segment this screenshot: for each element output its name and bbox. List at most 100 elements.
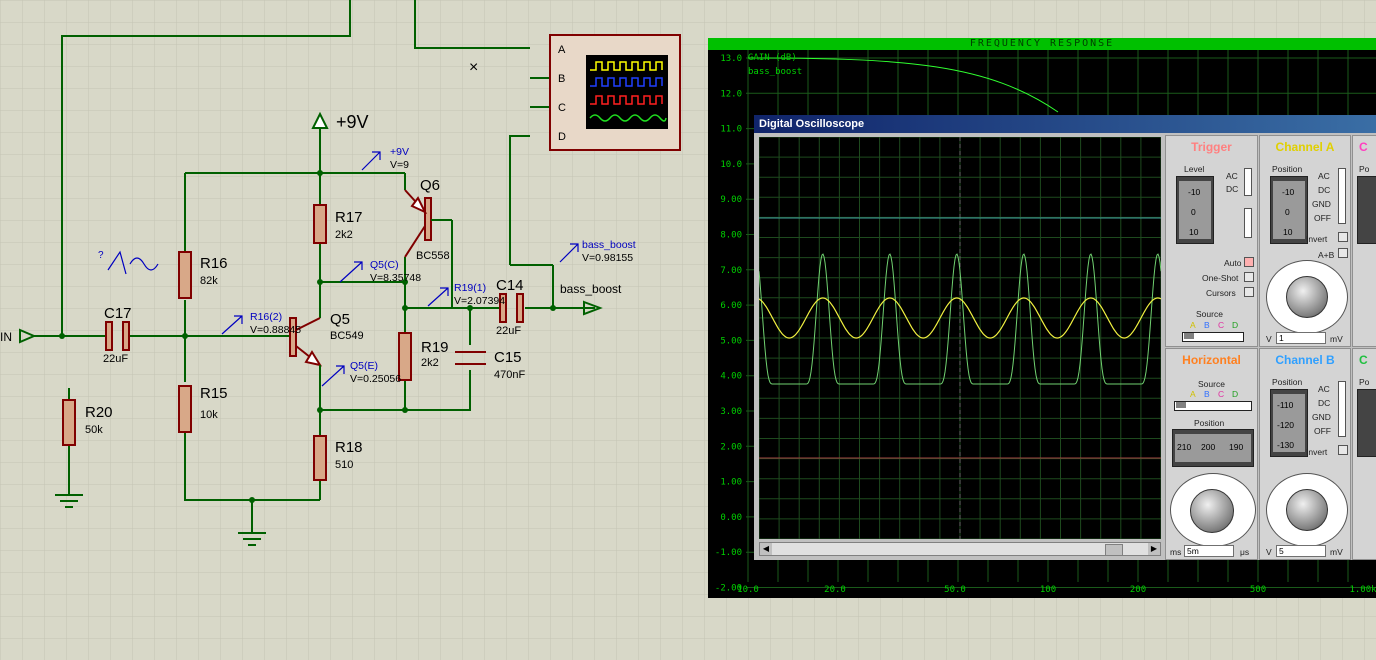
cross-marker: × <box>469 59 478 76</box>
channel-b-dc-label: DC <box>1318 398 1331 408</box>
c14-capacitor[interactable] <box>499 293 524 323</box>
screen-scrollbar[interactable]: ◀ ▶ <box>759 542 1161 556</box>
channel-b-invert-checkbox[interactable] <box>1338 445 1348 455</box>
gain-tick-label: 12.0 <box>720 89 742 99</box>
channel-b-gnd-label: GND <box>1312 412 1331 422</box>
c17-capacitor[interactable] <box>105 321 130 351</box>
c15-value: 470nF <box>494 369 525 381</box>
scroll-thumb[interactable] <box>1105 544 1123 556</box>
probe-r16-value: V=0.88845 <box>250 324 301 336</box>
r20-body[interactable] <box>62 399 76 446</box>
channel-a-volts-knob[interactable] <box>1286 276 1328 318</box>
probe-bb-icon[interactable] <box>559 243 579 263</box>
junctions <box>59 170 556 503</box>
trigger-coupling-switch[interactable] <box>1244 168 1252 196</box>
r18-value: 510 <box>335 459 353 471</box>
channel-a-position-dial[interactable]: -10 0 10 <box>1270 176 1308 244</box>
oscilloscope-instrument[interactable] <box>549 34 681 151</box>
gain-tick-label: 10.0 <box>720 160 742 170</box>
probe-9v-icon[interactable] <box>361 151 381 171</box>
channel-b-coupling-switch[interactable] <box>1338 381 1346 437</box>
scope-screen[interactable] <box>759 137 1161 539</box>
channel-a-ac-label: AC <box>1318 171 1330 181</box>
channel-b-volts-knob[interactable] <box>1286 489 1328 531</box>
probe-q5c-icon[interactable] <box>339 261 363 283</box>
channel-a-invert-checkbox[interactable] <box>1338 232 1348 242</box>
input-terminal[interactable] <box>19 328 37 344</box>
r17-body[interactable] <box>313 204 327 244</box>
r16-name: R16 <box>200 255 228 272</box>
trigger-cursors-checkbox[interactable] <box>1244 287 1254 297</box>
q6-name: Q6 <box>420 177 440 194</box>
trigger-level-dial[interactable]: -10 0 10 <box>1176 176 1214 244</box>
trigger-dial-mid: 0 <box>1191 207 1196 217</box>
q5-transistor[interactable] <box>289 317 323 388</box>
gain-tick-label: 13.0 <box>720 54 742 64</box>
trace-name: bass_boost <box>748 67 802 77</box>
channel-c-position-label: Po <box>1359 164 1370 174</box>
gain-axis-name: GAIN (dB) <box>748 53 797 63</box>
graph-title-bar[interactable]: FREQUENCY RESPONSE <box>708 38 1376 50</box>
horizontal-scale-input[interactable]: 5m <box>1184 545 1234 557</box>
channel-b-position-dial[interactable]: -110 -120 -130 <box>1270 389 1308 457</box>
r20-value: 50k <box>85 424 103 436</box>
horizontal-position-label: Position <box>1194 418 1225 428</box>
r17-name: R17 <box>335 209 363 226</box>
gain-trace <box>747 57 1059 113</box>
c15-capacitor[interactable] <box>455 351 486 365</box>
r18-body[interactable] <box>313 435 327 481</box>
supply-arrow-icon[interactable] <box>311 111 329 129</box>
horizontal-source-slider[interactable] <box>1174 401 1252 411</box>
channel-a-off-label: OFF <box>1314 213 1331 223</box>
probe-bb-value: V=0.98155 <box>582 252 633 264</box>
channel-c-position-dial[interactable] <box>1357 176 1376 244</box>
r19-name: R19 <box>421 339 449 356</box>
channel-b-scale-input[interactable]: 5 <box>1276 545 1326 557</box>
r19-body[interactable] <box>398 332 412 381</box>
probe-r16-icon[interactable] <box>221 315 243 335</box>
horizontal-source-d[interactable]: D <box>1232 389 1239 399</box>
probe-q5e-value: V=0.25056 <box>350 373 401 385</box>
horizontal-source-b[interactable]: B <box>1204 389 1210 399</box>
horizontal-source-c[interactable]: C <box>1218 389 1225 399</box>
scroll-right-icon[interactable]: ▶ <box>1148 543 1160 555</box>
output-label: bass_boost <box>560 282 622 296</box>
trigger-source-a[interactable]: A <box>1190 320 1196 330</box>
channel-b-dial-bottom: -130 <box>1277 440 1295 450</box>
output-terminal[interactable] <box>583 300 603 316</box>
gain-tick-label: 2.00 <box>720 442 742 452</box>
r15-body[interactable] <box>178 385 192 433</box>
probe-r19-icon[interactable] <box>427 287 449 307</box>
channel-a-unit-left: V <box>1266 334 1272 344</box>
trigger-edge-switch[interactable] <box>1244 208 1252 238</box>
trigger-oneshot-checkbox[interactable] <box>1244 272 1254 282</box>
trigger-source-d[interactable]: D <box>1232 320 1239 330</box>
channel-a-dc-label: DC <box>1318 185 1331 195</box>
channel-d-position-dial[interactable] <box>1357 389 1376 457</box>
gain-tick-label: 4.00 <box>720 372 742 382</box>
scope-input-d: D <box>558 131 566 143</box>
channel-c-panel: C Po <box>1352 135 1376 347</box>
channel-a-scale-input[interactable]: 1 <box>1276 332 1326 344</box>
channel-a-coupling-switch[interactable] <box>1338 168 1346 224</box>
trigger-source-slider[interactable] <box>1182 332 1244 342</box>
scroll-left-icon[interactable]: ◀ <box>760 543 772 555</box>
ac-source-icon[interactable] <box>107 250 159 275</box>
scope-input-c: C <box>558 102 566 114</box>
q6-transistor[interactable] <box>404 189 452 258</box>
horizontal-source-a[interactable]: A <box>1190 389 1196 399</box>
trigger-source-c[interactable]: C <box>1218 320 1225 330</box>
gain-tick-label: 8.00 <box>720 231 742 241</box>
channel-a-aplusb-checkbox[interactable] <box>1338 248 1348 258</box>
r18-name: R18 <box>335 439 363 456</box>
probe-q5e-icon[interactable] <box>321 365 345 387</box>
oscilloscope-window[interactable]: Digital Oscilloscope ◀ ▶ Trigger Level -… <box>754 115 1376 560</box>
trigger-source-b[interactable]: B <box>1204 320 1210 330</box>
horizontal-time-knob[interactable] <box>1190 489 1234 533</box>
input-label: IN <box>0 330 12 344</box>
trigger-auto-label: Auto <box>1224 258 1242 268</box>
oscilloscope-title-bar[interactable]: Digital Oscilloscope <box>754 115 1376 133</box>
r16-body[interactable] <box>178 251 192 299</box>
trigger-auto-checkbox[interactable] <box>1244 257 1254 267</box>
horizontal-position-dial[interactable]: 210 200 190 <box>1172 429 1254 467</box>
